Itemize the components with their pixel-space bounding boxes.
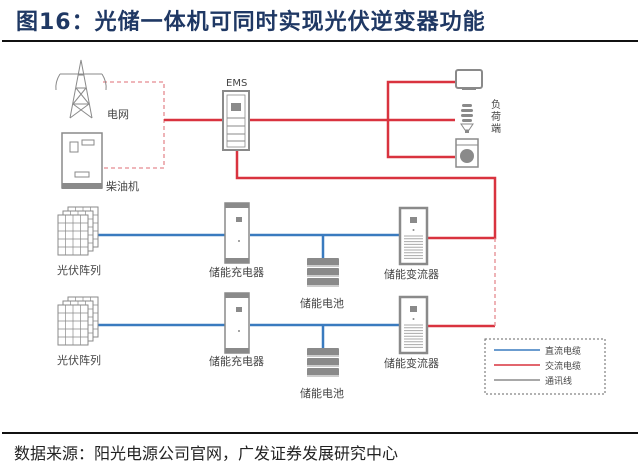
storage-converter-label: 储能变流器 xyxy=(384,267,439,281)
transmission-tower-icon xyxy=(55,59,107,119)
storage-converter-icon xyxy=(398,295,429,355)
legend: 直流电缆 交流电缆 通讯线 xyxy=(484,338,606,395)
grid-diesel-dashed-link xyxy=(103,81,165,169)
tv-icon xyxy=(455,69,483,90)
ac-cable-load-bus xyxy=(386,80,455,159)
ems-label: EMS xyxy=(226,78,247,89)
ac-cables xyxy=(164,80,497,328)
washing-machine-icon xyxy=(455,138,479,168)
pv-array-label: 光伏阵列 xyxy=(57,263,101,277)
storage-converter-label: 储能变流器 xyxy=(384,356,439,370)
svg-text:端: 端 xyxy=(491,122,501,135)
storage-charger-icon xyxy=(224,202,250,264)
pv-array-label: 光伏阵列 xyxy=(57,353,101,367)
storage-charger-label: 储能充电器 xyxy=(209,354,264,368)
ems-cabinet-icon xyxy=(222,90,250,151)
source-divider xyxy=(2,432,638,434)
legend-label-comm: 通讯线 xyxy=(545,375,572,387)
lightbulb-icon xyxy=(460,104,474,133)
grid-label: 电网 xyxy=(107,108,129,121)
svg-text:荷: 荷 xyxy=(491,111,501,123)
storage-charger-label: 储能充电器 xyxy=(209,265,264,279)
legend-label-dc: 直流电缆 xyxy=(545,345,581,357)
svg-text:负: 负 xyxy=(491,98,501,111)
figure-title: 图16：光储一体机可同时实现光伏逆变器功能 xyxy=(16,10,486,35)
storage-battery-icon xyxy=(307,258,339,287)
pv-array-icon xyxy=(57,206,99,256)
storage-battery-label: 储能电池 xyxy=(300,386,344,400)
storage-battery-label: 储能电池 xyxy=(300,296,344,310)
storage-battery-icon xyxy=(307,348,339,377)
legend-label-ac: 交流电缆 xyxy=(545,360,581,372)
load-label: 负 荷 端 xyxy=(491,98,501,135)
pv-array-icon xyxy=(57,296,99,346)
title-divider xyxy=(2,40,638,42)
diesel-generator-icon xyxy=(61,132,103,189)
diesel-label: 柴油机 xyxy=(106,179,139,193)
storage-converter-icon xyxy=(398,206,429,266)
dc-cables xyxy=(98,233,400,348)
source-note: 数据来源：阳光电源公司官网，广发证券发展研究中心 xyxy=(14,444,399,463)
ac-cable-ems-converter1 xyxy=(235,150,497,240)
storage-charger-icon xyxy=(224,292,250,354)
